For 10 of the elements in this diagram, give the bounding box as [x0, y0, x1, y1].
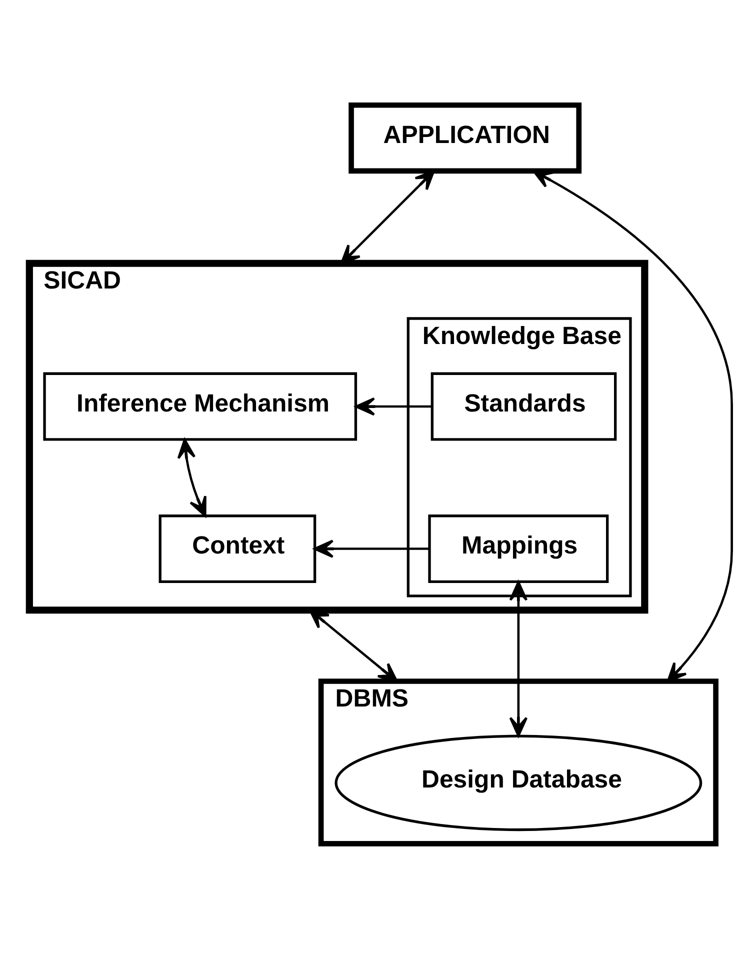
node-box: Inference Mechanism [43, 372, 358, 441]
arrow [355, 397, 432, 416]
node-ellipse: Design Database [334, 734, 702, 832]
node-box: Mappings [428, 514, 609, 583]
node-box: Context [158, 514, 316, 583]
node-box: Standards [430, 372, 617, 441]
arrow [314, 540, 430, 558]
node-box: APPLICATION [348, 102, 582, 174]
arrow [177, 438, 206, 517]
arrow [509, 580, 528, 737]
